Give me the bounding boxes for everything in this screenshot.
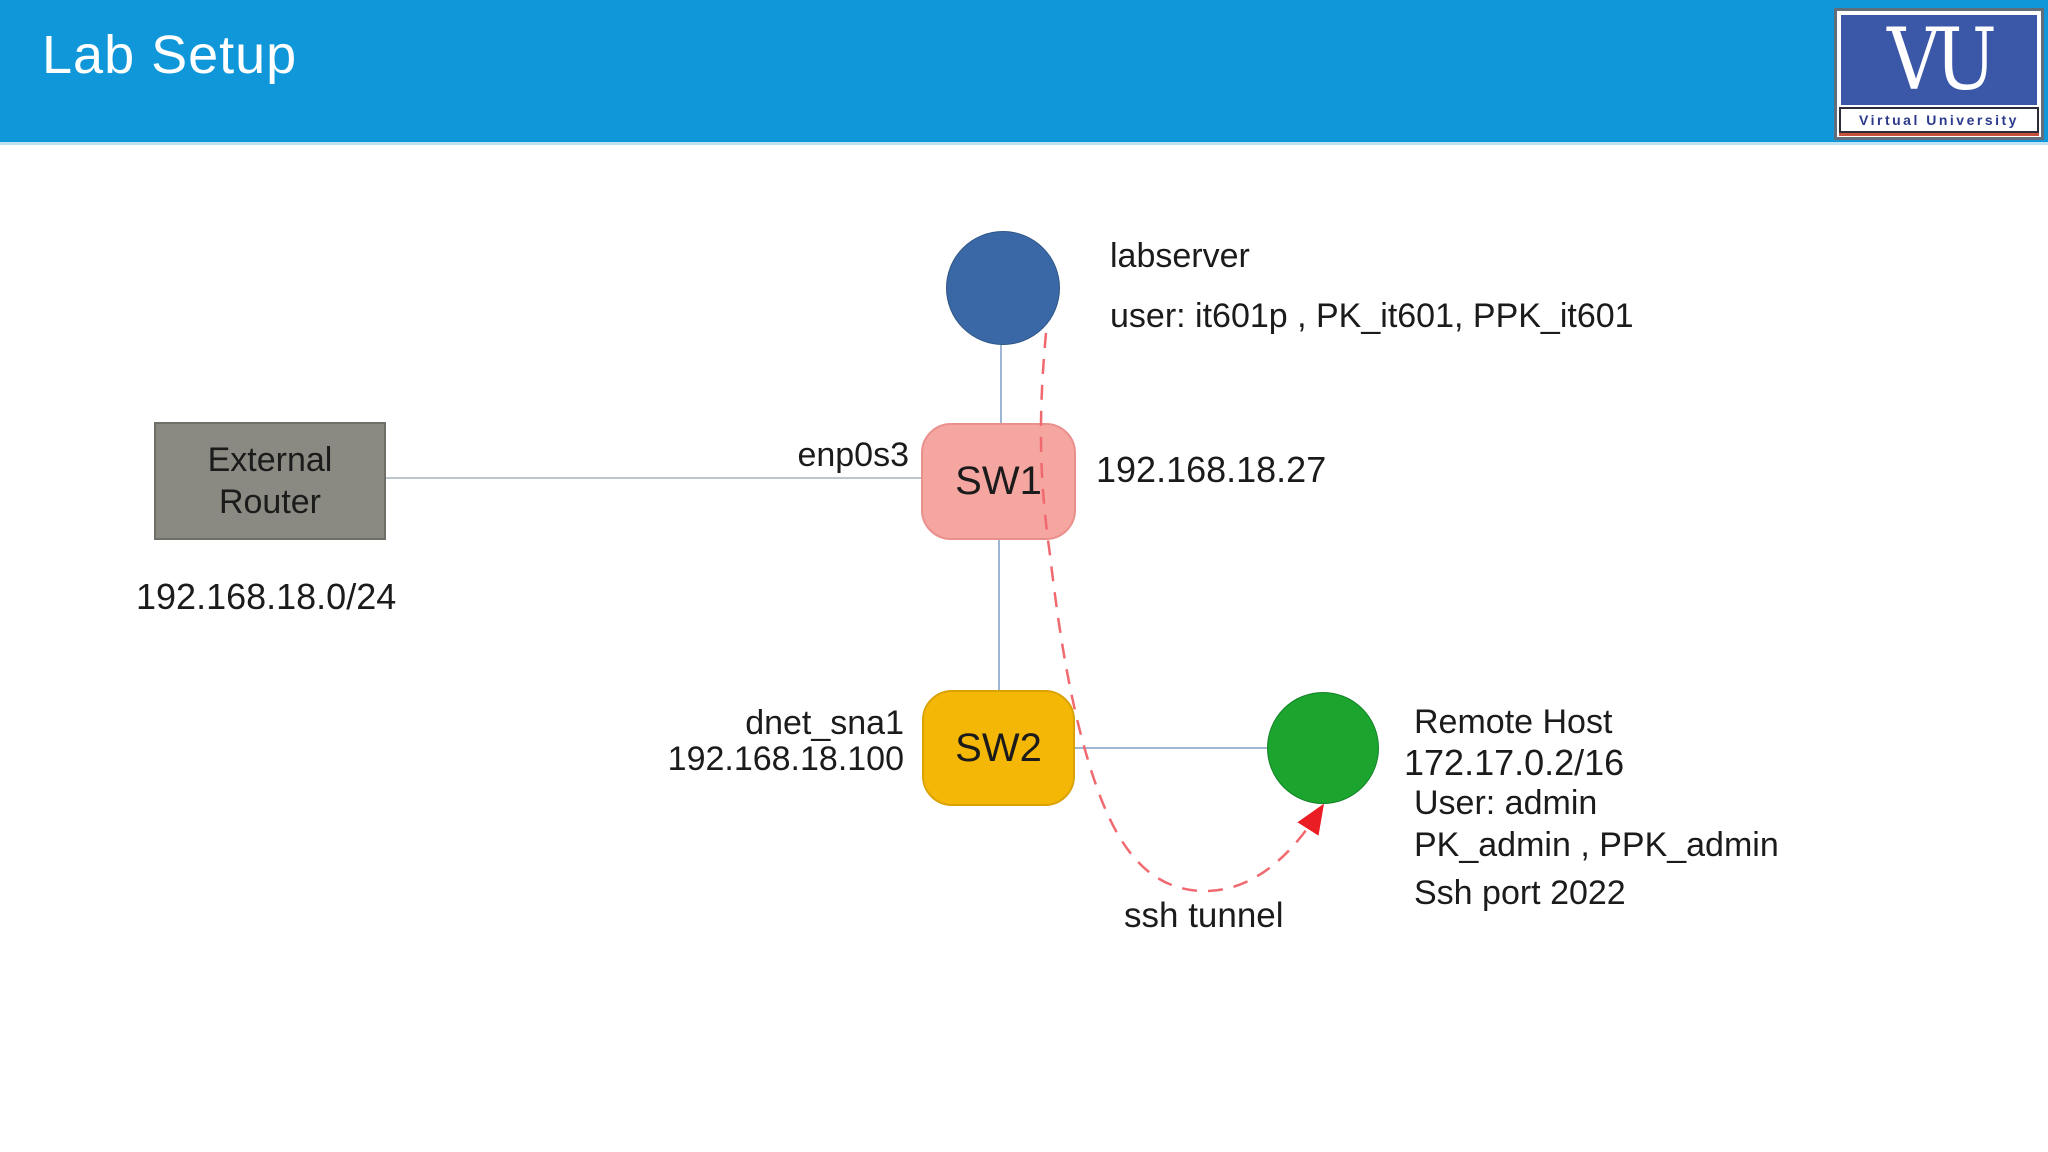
remote-host-keys-label: PK_admin , PPK_admin xyxy=(1414,826,1779,864)
sw2-node: SW2 xyxy=(922,690,1075,806)
sw1-interface-label: enp0s3 xyxy=(797,436,909,474)
sw1-node: SW1 xyxy=(921,423,1076,540)
remote-host-label: Remote Host xyxy=(1414,703,1613,741)
labserver-label: labserver xyxy=(1110,237,1250,275)
vu-logo: VU Virtual University xyxy=(1834,8,2044,140)
ssh-tunnel-label: ssh tunnel xyxy=(1124,896,1284,935)
labserver-node xyxy=(946,231,1060,345)
ssh-tunnel-dashed-arrow xyxy=(1039,332,1325,893)
sw2-interface-label: dnet_sna1 xyxy=(745,704,904,742)
slide-title: Lab Setup xyxy=(42,25,298,85)
sw2-ip-label: 192.168.18.100 xyxy=(667,740,904,778)
router-network-label: 192.168.18.0/24 xyxy=(136,576,397,617)
vu-monogram-icon: VU xyxy=(1887,10,1997,110)
vu-logo-caption: Virtual University xyxy=(1839,107,2039,133)
vu-logo-panel: VU xyxy=(1841,15,2037,105)
vu-logo-accent-line xyxy=(1839,133,2039,136)
external-router-node: External Router xyxy=(154,422,386,540)
title-banner: Lab Setup xyxy=(0,0,2048,145)
sw1-ip-label: 192.168.18.27 xyxy=(1096,449,1327,490)
remote-host-node xyxy=(1267,692,1379,804)
remote-host-user-label: User: admin xyxy=(1414,784,1598,822)
labserver-user-info: user: it601p , PK_it601, PPK_it601 xyxy=(1110,297,1634,335)
remote-host-sshport-label: Ssh port 2022 xyxy=(1414,874,1626,912)
remote-host-ip-label: 172.17.0.2/16 xyxy=(1404,742,1625,783)
